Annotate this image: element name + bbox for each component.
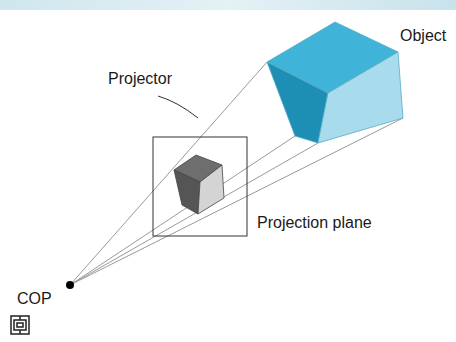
top-band (0, 0, 456, 10)
plane-label: Projection plane (257, 214, 372, 232)
logo-icon (11, 316, 29, 334)
cop-label: COP (17, 290, 52, 308)
object-cube (267, 22, 403, 143)
projection-plane (153, 137, 247, 236)
projector-label: Projector (108, 70, 172, 88)
leader-line (158, 96, 198, 118)
object-label: Object (400, 27, 446, 45)
cop-point (66, 281, 74, 289)
projected-cube (174, 155, 224, 214)
